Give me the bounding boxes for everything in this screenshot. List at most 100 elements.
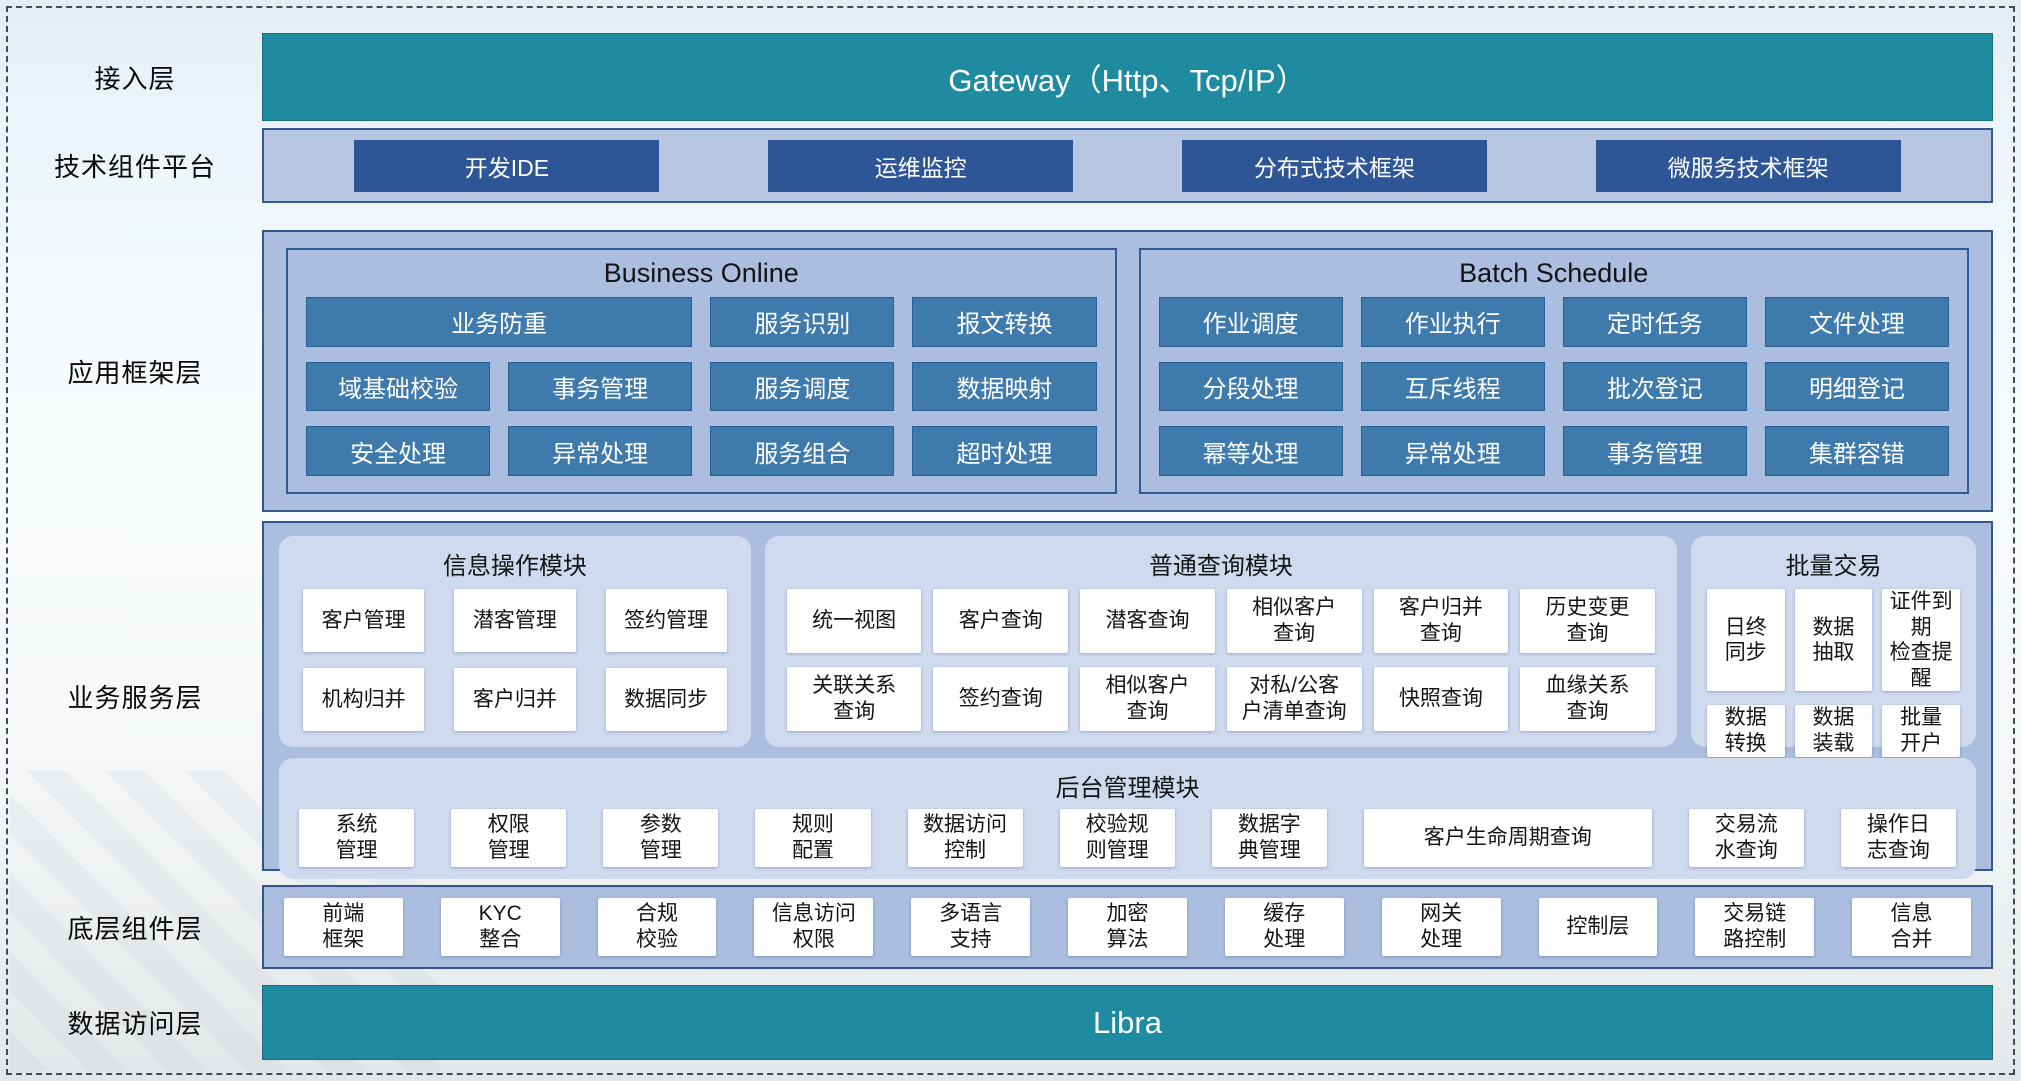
business-service-panel: 信息操作模块 客户管理潜客管理签约管理机构归并客户归并数据同步 普通查询模块 统… [262, 521, 1993, 879]
business-online-grid: 业务防重服务识别报文转换域基础校验事务管理服务调度数据映射安全处理异常处理服务组… [288, 295, 1115, 492]
admin-item: 数据字 典管理 [1211, 809, 1327, 867]
base-component: 控制层 [1538, 898, 1658, 956]
layer-row-data-access: 数据访问层 Libra [8, 985, 1993, 1060]
service-item: 数据同步 [605, 668, 727, 731]
framework-capability: 报文转换 [912, 297, 1097, 347]
layer-label-data-access: 数据访问层 [67, 1009, 203, 1039]
service-item: 签约管理 [605, 589, 727, 652]
libra-bar: Libra [262, 985, 1993, 1060]
group-title-batch-schedule: Batch Schedule [1459, 258, 1649, 288]
base-component: 信息访问 权限 [754, 898, 874, 956]
service-item: 数据 抽取 [1794, 589, 1873, 692]
base-component: 加密 算法 [1068, 898, 1187, 956]
admin-item: 交易流 水查询 [1688, 809, 1804, 867]
admin-item: 规则 配置 [755, 809, 871, 867]
batch-transaction-grid: 日终 同步数据 抽取证件到期 检查提醒数据 转换数据 装载批量 开户 [1691, 587, 1976, 773]
batch-schedule-grid: 作业调度作业执行定时任务文件处理分段处理互斥线程批次登记明细登记幂等处理异常处理… [1141, 295, 1968, 492]
business-online-group: Business Online 业务防重服务识别报文转换域基础校验事务管理服务调… [286, 248, 1117, 494]
base-component: 网关 处理 [1381, 898, 1501, 956]
service-item: 客户归并 查询 [1373, 589, 1509, 653]
framework-capability: 明细登记 [1764, 361, 1949, 412]
admin-item: 校验规 则管理 [1059, 809, 1175, 867]
service-item: 机构归并 [303, 668, 425, 731]
module-title-general-query: 普通查询模块 [1148, 553, 1293, 580]
layer-label-base-components: 底层组件层 [67, 913, 203, 944]
module-title-info-operation: 信息操作模块 [442, 553, 587, 580]
framework-capability: 服务组合 [710, 426, 895, 476]
framework-capability: 服务调度 [710, 361, 895, 412]
tech-platform-panel: 开发IDE 运维监控 分布式技术框架 微服务技术框架 [262, 128, 1993, 203]
layer-label-tech-platform: 技术组件平台 [53, 152, 216, 182]
framework-capability: 异常处理 [1360, 426, 1545, 476]
module-admin-management: 后台管理模块 系统 管理权限 管理参数 管理规则 配置数据访问 控制校验规 则管… [279, 758, 1976, 879]
framework-capability: 互斥线程 [1360, 361, 1545, 412]
admin-management-row: 系统 管理权限 管理参数 管理规则 配置数据访问 控制校验规 则管理数据字 典管… [279, 809, 1976, 879]
tech-component: 分布式技术框架 [1181, 139, 1487, 192]
admin-item: 操作日 志查询 [1840, 809, 1956, 867]
service-item: 血缘关系 查询 [1520, 667, 1655, 731]
service-item: 数据 转换 [1706, 705, 1785, 757]
framework-capability: 集群容错 [1764, 426, 1949, 476]
batch-schedule-group: Batch Schedule 作业调度作业执行定时任务文件处理分段处理互斥线程批… [1138, 248, 1969, 494]
framework-capability: 异常处理 [508, 426, 693, 476]
service-item: 潜客查询 [1080, 589, 1215, 653]
service-item: 签约查询 [933, 667, 1069, 731]
tech-component: 开发IDE [354, 139, 660, 192]
admin-item: 系统 管理 [299, 809, 415, 867]
service-item: 统一视图 [786, 589, 922, 653]
service-item: 客户查询 [933, 589, 1069, 653]
dashed-border-frame [6, 6, 2015, 1075]
framework-capability: 作业调度 [1158, 297, 1343, 347]
service-item: 对私/公客 户清单查询 [1226, 667, 1362, 731]
service-item: 日终 同步 [1706, 589, 1785, 692]
layer-row-app-framework: 应用框架层 Business Online 业务防重服务识别报文转换域基础校验事… [8, 230, 1993, 512]
service-item: 数据 装载 [1794, 705, 1873, 757]
info-operation-grid: 客户管理潜客管理签约管理机构归并客户归并数据同步 [279, 587, 751, 747]
admin-item: 数据访问 控制 [907, 809, 1023, 867]
base-component: 缓存 处理 [1224, 898, 1344, 956]
base-component: KYC 整合 [440, 898, 560, 956]
service-item: 证件到期 检查提醒 [1882, 589, 1960, 692]
layer-row-tech-platform: 技术组件平台 开发IDE 运维监控 分布式技术框架 微服务技术框架 [8, 128, 1993, 203]
framework-capability: 幂等处理 [1158, 426, 1343, 476]
module-info-operation: 信息操作模块 客户管理潜客管理签约管理机构归并客户归并数据同步 [279, 536, 751, 747]
admin-item: 客户生命周期查询 [1363, 809, 1652, 867]
service-item: 客户归并 [454, 668, 576, 731]
framework-capability: 安全处理 [306, 426, 491, 476]
service-item: 快照查询 [1373, 667, 1509, 731]
service-item: 相似客户 查询 [1226, 589, 1362, 653]
group-title-business-online: Business Online [603, 258, 799, 288]
service-item: 历史变更 查询 [1520, 589, 1655, 653]
tech-component: 微服务技术框架 [1595, 139, 1901, 192]
framework-capability: 定时任务 [1562, 297, 1747, 347]
base-component: 合规 校验 [597, 898, 717, 956]
service-modules-row: 信息操作模块 客户管理潜客管理签约管理机构归并客户归并数据同步 普通查询模块 统… [279, 536, 1976, 757]
framework-capability: 服务识别 [710, 297, 895, 347]
service-item: 批量 开户 [1882, 705, 1960, 757]
framework-capability: 分段处理 [1158, 361, 1343, 412]
service-item: 潜客管理 [454, 589, 576, 652]
module-title-batch-transaction: 批量交易 [1785, 553, 1882, 580]
layer-label-business-service: 业务服务层 [67, 682, 203, 713]
tech-component: 运维监控 [768, 139, 1074, 192]
gateway-bar: Gateway（Http、Tcp/IP） [262, 33, 1993, 121]
base-component: 信息 合并 [1852, 898, 1971, 956]
module-batch-transaction: 批量交易 日终 同步数据 抽取证件到期 检查提醒数据 转换数据 装载批量 开户 [1690, 536, 1976, 757]
framework-capability: 事务管理 [1562, 426, 1747, 476]
general-query-grid: 统一视图客户查询潜客查询相似客户 查询客户归并 查询历史变更 查询关联关系 查询… [765, 587, 1677, 747]
service-item: 相似客户 查询 [1080, 667, 1215, 731]
service-item: 关联关系 查询 [786, 667, 922, 731]
framework-capability: 超时处理 [912, 426, 1097, 476]
base-component: 多语言 支持 [911, 898, 1031, 956]
framework-capability: 事务管理 [508, 361, 693, 412]
module-title-admin-management: 后台管理模块 [1055, 775, 1200, 802]
framework-capability: 批次登记 [1562, 361, 1747, 412]
module-general-query: 普通查询模块 统一视图客户查询潜客查询相似客户 查询客户归并 查询历史变更 查询… [764, 536, 1677, 747]
layer-label-access: 接入层 [94, 63, 176, 94]
framework-capability: 数据映射 [912, 361, 1097, 412]
framework-capability: 域基础校验 [306, 361, 491, 412]
framework-capability: 业务防重 [306, 297, 693, 347]
